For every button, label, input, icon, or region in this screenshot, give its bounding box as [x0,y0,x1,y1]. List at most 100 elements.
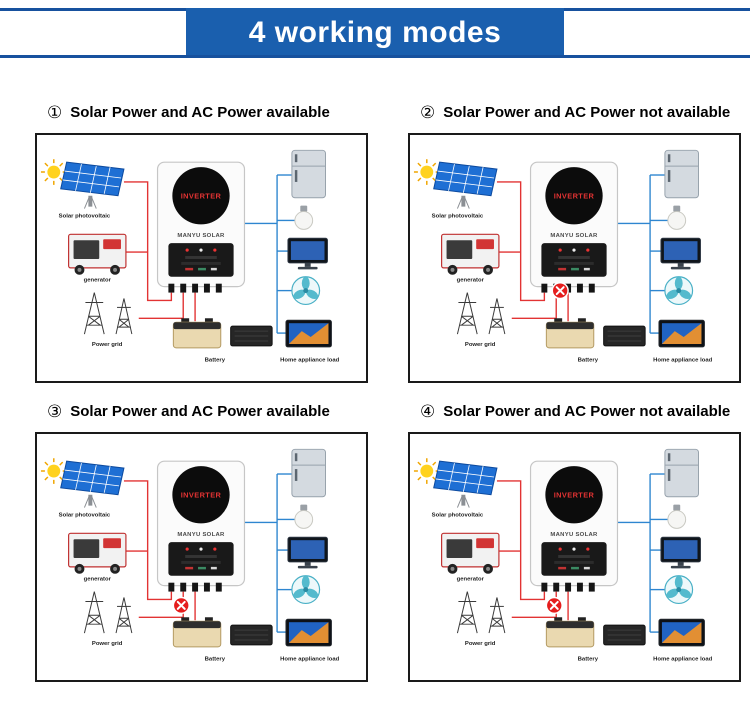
tv-icon [285,319,332,348]
inverter-label: INVERTER [554,491,595,500]
mode-diagram: Solar photovoltaic generator [413,448,713,663]
inverter-display [541,542,607,576]
panel-title: Solar Power and AC Power available [70,403,330,420]
monitor-icon [287,237,328,270]
solar-label: Solar photovoltaic [432,213,484,219]
solar-panel-icon [60,161,125,209]
panel-header: ③ Solar Power and AC Power available [47,403,368,420]
banner-bottom-line [0,55,750,58]
inverter-display [168,243,234,277]
inverter-label: INVERTER [181,491,222,500]
solar-panel-icon [433,161,498,209]
generator-icon [68,233,127,275]
panel-number: ① [47,103,63,122]
panel-box: Solar photovoltaic generator [35,432,368,682]
inverter-logo-circle [545,167,603,225]
bulb-icon [294,504,314,529]
fridge-icon [291,149,326,199]
generator-label: generator [84,577,112,583]
mode-diagram: Solar photovoltaic generator [413,149,713,364]
battery-icon [545,318,646,349]
solar-panel-icon [60,460,125,508]
output-wires [244,473,295,633]
x-mark-icon [545,596,563,615]
panel-box: Solar photovoltaic generator [35,133,368,383]
banner-title-box: 4 working modes [186,8,564,58]
inverter-unit: INVERTER MANYU SOLAR [529,460,619,592]
input-wires [123,181,196,322]
generator-icon [441,532,500,574]
monitor-icon [660,536,701,569]
brand-label: MANYU SOLAR [177,233,225,239]
panel-header: ④ Solar Power and AC Power not available [420,403,741,420]
battery-icon [172,318,273,349]
inverter-unit: INVERTER MANYU SOLAR [156,161,246,293]
generator-label: generator [457,278,485,284]
sun-icon [40,159,67,185]
panel-box: Solar photovoltaic generator [408,133,741,383]
battery-icon [545,617,646,648]
mode-diagram: Solar photovoltaic generator [40,448,340,663]
output-wires [617,473,668,633]
monitor-icon [660,237,701,270]
power-grid-label: Power grid [92,641,123,647]
monitor-icon [287,536,328,569]
fridge-icon [664,448,699,498]
solar-label: Solar photovoltaic [432,512,484,518]
mode-panel: ③ Solar Power and AC Power available [35,403,368,682]
output-wires [244,174,295,334]
battery-label: Battery [205,358,226,364]
panel-number: ② [420,103,436,122]
power-grid-icon [456,292,506,335]
inverter-logo-circle [172,466,230,524]
inverter-unit: INVERTER MANYU SOLAR [529,161,619,293]
inverter-unit: INVERTER MANYU SOLAR [156,460,246,592]
load-label: Home appliance load [280,358,339,364]
fridge-icon [291,448,326,498]
tv-icon [658,618,705,647]
panel-header: ① Solar Power and AC Power available [47,104,368,121]
mode-diagram: Solar photovoltaic generator [40,149,340,364]
brand-label: MANYU SOLAR [550,532,598,538]
inverter-label: INVERTER [181,192,222,201]
fan-icon [664,575,694,605]
power-grid-label: Power grid [92,342,123,348]
panel-title: Solar Power and AC Power available [70,104,330,121]
load-label: Home appliance load [653,358,712,364]
panel-title: Solar Power and AC Power not available [443,403,731,420]
bulb-icon [294,205,314,230]
load-label: Home appliance load [653,657,712,663]
solar-label: Solar photovoltaic [59,213,111,219]
mode-panel: ④ Solar Power and AC Power not available [408,403,741,682]
solar-label: Solar photovoltaic [59,512,111,518]
inverter-logo-circle [172,167,230,225]
fan-icon [291,276,321,306]
panel-box: Solar photovoltaic generator [408,432,741,682]
page-title: 4 working modes [248,16,502,49]
panel-number: ③ [47,402,63,421]
inverter-connectors [168,582,222,592]
panels-grid: ① Solar Power and AC Power available [0,58,750,682]
battery-label: Battery [205,657,226,663]
output-wires [617,174,668,334]
generator-icon [68,532,127,574]
battery-icon [172,617,273,648]
tv-icon [658,319,705,348]
brand-label: MANYU SOLAR [550,233,598,239]
power-grid-icon [83,591,133,634]
mode-panel: ② Solar Power and AC Power not available [408,104,741,383]
inverter-logo-circle [545,466,603,524]
x-mark-icon [172,596,190,615]
inverter-connectors [168,283,222,293]
bulb-icon [667,205,687,230]
fan-icon [291,575,321,605]
power-grid-icon [456,591,506,634]
power-grid-label: Power grid [465,641,496,647]
generator-label: generator [457,577,485,583]
panel-number: ④ [420,402,436,421]
panel-title: Solar Power and AC Power not available [443,104,731,121]
solar-panel-icon [433,460,498,508]
generator-label: generator [84,278,112,284]
banner: 4 working modes [0,8,750,58]
power-grid-label: Power grid [465,342,496,348]
